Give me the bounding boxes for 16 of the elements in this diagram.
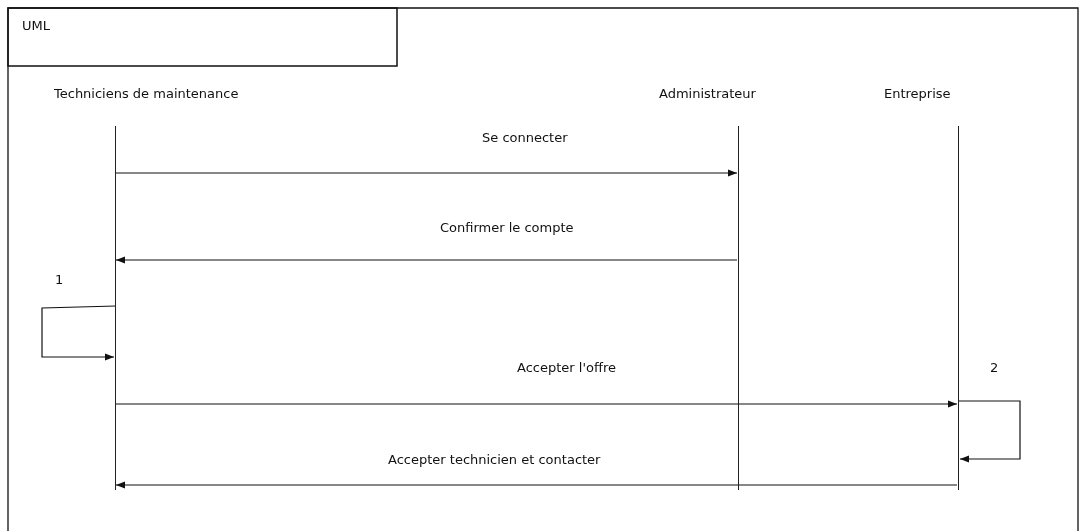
participant-name: Techniciens de maintenance [54, 86, 239, 101]
callout-number: 1 [55, 272, 64, 287]
participant-name: Entreprise [884, 86, 951, 101]
frame-title: UML [22, 18, 50, 33]
message-arrow [115, 256, 738, 264]
edge-label: Se connecter [480, 130, 570, 145]
edge-label: Accepter technicien et contacter [386, 452, 603, 467]
participant-name: Administrateur [659, 86, 756, 101]
message-arrow [115, 481, 958, 489]
message-arrow [958, 400, 1021, 463]
edge-label: Confirmer le compte [438, 220, 576, 235]
edge-label: Accepter l'offre [515, 360, 618, 375]
message-arrow [41, 305, 117, 361]
callout-number: 2 [990, 360, 999, 375]
message-arrow [115, 169, 738, 177]
message-arrow [115, 400, 958, 408]
